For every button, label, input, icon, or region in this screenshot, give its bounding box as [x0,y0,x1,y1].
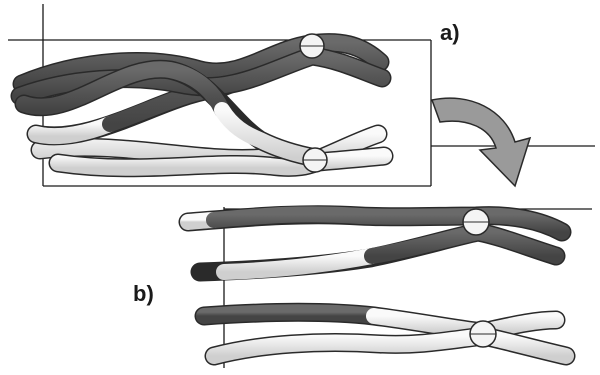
panel-a-label: a) [440,20,460,46]
centromere-icon [303,148,327,172]
curved-arrow-icon [432,98,530,186]
centromere-icon [463,209,489,235]
centromere-icon [300,34,324,58]
panel-a-chromatids [20,43,384,168]
panel-b-label: b) [133,281,154,307]
centromere-icon [470,321,496,347]
panel-b-chromatids [188,214,566,356]
